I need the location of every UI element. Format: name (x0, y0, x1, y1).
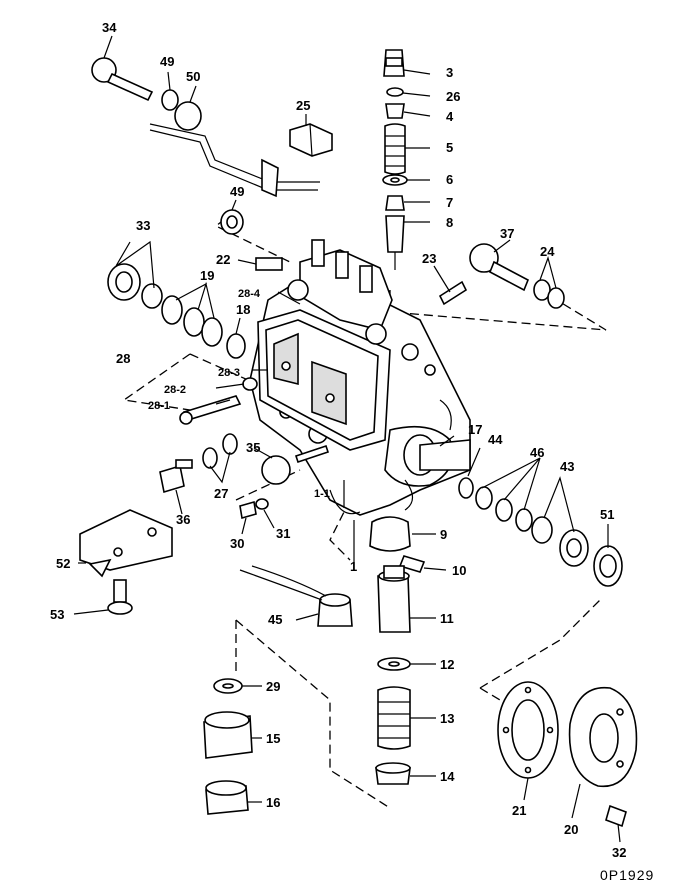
callout-1-1: 1-1 (314, 488, 330, 500)
callout-15: 15 (266, 731, 280, 746)
drive-shaft-parts (458, 477, 623, 587)
callout-28-4: 28-4 (238, 288, 261, 300)
callout-3: 3 (446, 65, 453, 80)
callout-31: 31 (276, 526, 290, 541)
callout-45: 45 (268, 612, 282, 627)
callout-28-1: 28-1 (148, 400, 170, 412)
clip-25 (289, 123, 333, 157)
callout-51: 51 (600, 507, 614, 522)
callout-28-2: 28-2 (164, 384, 186, 396)
callout-21: 21 (512, 803, 526, 818)
callout-9: 9 (440, 527, 447, 542)
callout-52: 52 (56, 556, 70, 571)
callout-22: 22 (216, 252, 230, 267)
callout-6: 6 (446, 172, 453, 187)
callout-8: 8 (446, 215, 453, 230)
left-lower-parts (159, 433, 330, 520)
callout-32: 32 (612, 845, 626, 860)
cover-gasket (257, 309, 391, 451)
callout-11: 11 (440, 611, 454, 626)
callout-29: 29 (266, 679, 280, 694)
callout-33: 33 (136, 218, 150, 233)
callout-20: 20 (564, 822, 578, 837)
callout-50: 50 (186, 69, 200, 84)
callout-24: 24 (540, 244, 555, 259)
callout-1: 1 (350, 559, 357, 574)
reference-code: 0P1929 (600, 867, 654, 883)
callout-14: 14 (440, 769, 455, 784)
callout-23: 23 (422, 251, 436, 266)
callout-49b: 49 (230, 184, 244, 199)
cover-bolt (179, 377, 258, 425)
leader-lines (73, 35, 621, 843)
callout-27: 27 (214, 486, 228, 501)
callout-28-3: 28-3 (218, 367, 240, 379)
solenoid-45 (239, 565, 353, 627)
callout-46: 46 (530, 445, 544, 460)
callout-16: 16 (266, 795, 280, 810)
left-rings (107, 263, 246, 359)
callout-43: 43 (560, 459, 574, 474)
flange-parts (497, 681, 638, 828)
lower-left-parts (203, 678, 253, 815)
callout-44: 44 (488, 432, 503, 447)
callout-17: 17 (468, 422, 482, 437)
callout-53: 53 (50, 607, 64, 622)
callout-18: 18 (236, 302, 250, 317)
plunger-stack (382, 49, 408, 270)
callout-10: 10 (452, 563, 466, 578)
banjo-bolt-assembly (91, 57, 320, 235)
misc-fittings-top (255, 243, 565, 309)
callout-28: 28 (116, 351, 130, 366)
callout-19: 19 (200, 268, 214, 283)
callout-30: 30 (230, 536, 244, 551)
callout-25: 25 (296, 98, 310, 113)
callout-49a: 49 (160, 54, 174, 69)
callout-13: 13 (440, 711, 454, 726)
callout-34: 34 (102, 20, 117, 35)
callout-26: 26 (446, 89, 460, 104)
callout-5: 5 (446, 140, 453, 155)
callout-37: 37 (500, 226, 514, 241)
callout-35: 35 (246, 440, 260, 455)
callout-labels: 3 26 4 5 6 7 8 34 49 50 25 49 33 19 18 2… (50, 20, 654, 883)
callout-7: 7 (446, 195, 453, 210)
governor-parts (369, 516, 426, 785)
pump-head (287, 239, 393, 345)
callout-4: 4 (446, 109, 454, 124)
bracket-52 (79, 509, 173, 615)
callout-12: 12 (440, 657, 454, 672)
callout-36: 36 (176, 512, 190, 527)
